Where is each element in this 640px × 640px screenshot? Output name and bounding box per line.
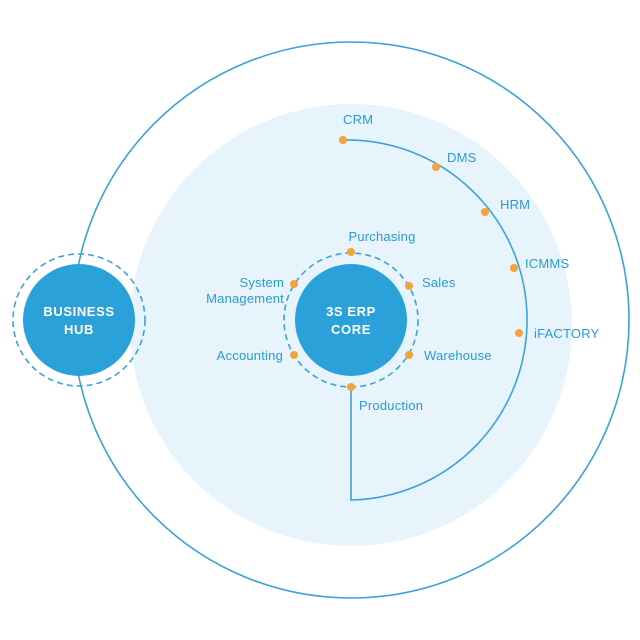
extension-arc <box>342 139 528 501</box>
business-hub-label-line1: BUSINESS <box>43 304 114 319</box>
dms-label[interactable]: DMS <box>447 150 477 165</box>
core-label-line1: 3S ERP <box>326 304 376 319</box>
purchasing-label[interactable]: Purchasing <box>348 229 415 244</box>
core-label-line2: CORE <box>331 322 371 337</box>
production-label[interactable]: Production <box>359 398 423 413</box>
hrm-label[interactable]: HRM <box>500 197 530 212</box>
purchasing-dot <box>347 248 355 256</box>
dms-dot <box>432 163 440 171</box>
system-management-label-line1[interactable]: System <box>239 275 284 290</box>
icmms-label[interactable]: ICMMS <box>525 256 569 271</box>
accounting-label[interactable]: Accounting <box>217 348 283 363</box>
business-hub-circle[interactable] <box>23 264 135 376</box>
core-circle[interactable] <box>295 264 407 376</box>
accounting-dot <box>290 351 298 359</box>
production-dot <box>347 383 355 391</box>
hrm-dot <box>481 208 489 216</box>
crm-label[interactable]: CRM <box>343 112 373 127</box>
warehouse-label[interactable]: Warehouse <box>424 348 492 363</box>
system-management-label-line2[interactable]: Management <box>206 291 284 306</box>
business-hub-dashed-ring <box>12 253 146 387</box>
ifactory-label[interactable]: iFACTORY <box>534 326 600 341</box>
icmms-dot <box>510 264 518 272</box>
crm-dot <box>339 136 347 144</box>
warehouse-dot <box>405 351 413 359</box>
sales-dot <box>405 282 413 290</box>
ifactory-dot <box>515 329 523 337</box>
sales-label[interactable]: Sales <box>422 275 456 290</box>
system-management-dot <box>290 280 298 288</box>
business-hub-label-line2: HUB <box>64 322 94 337</box>
